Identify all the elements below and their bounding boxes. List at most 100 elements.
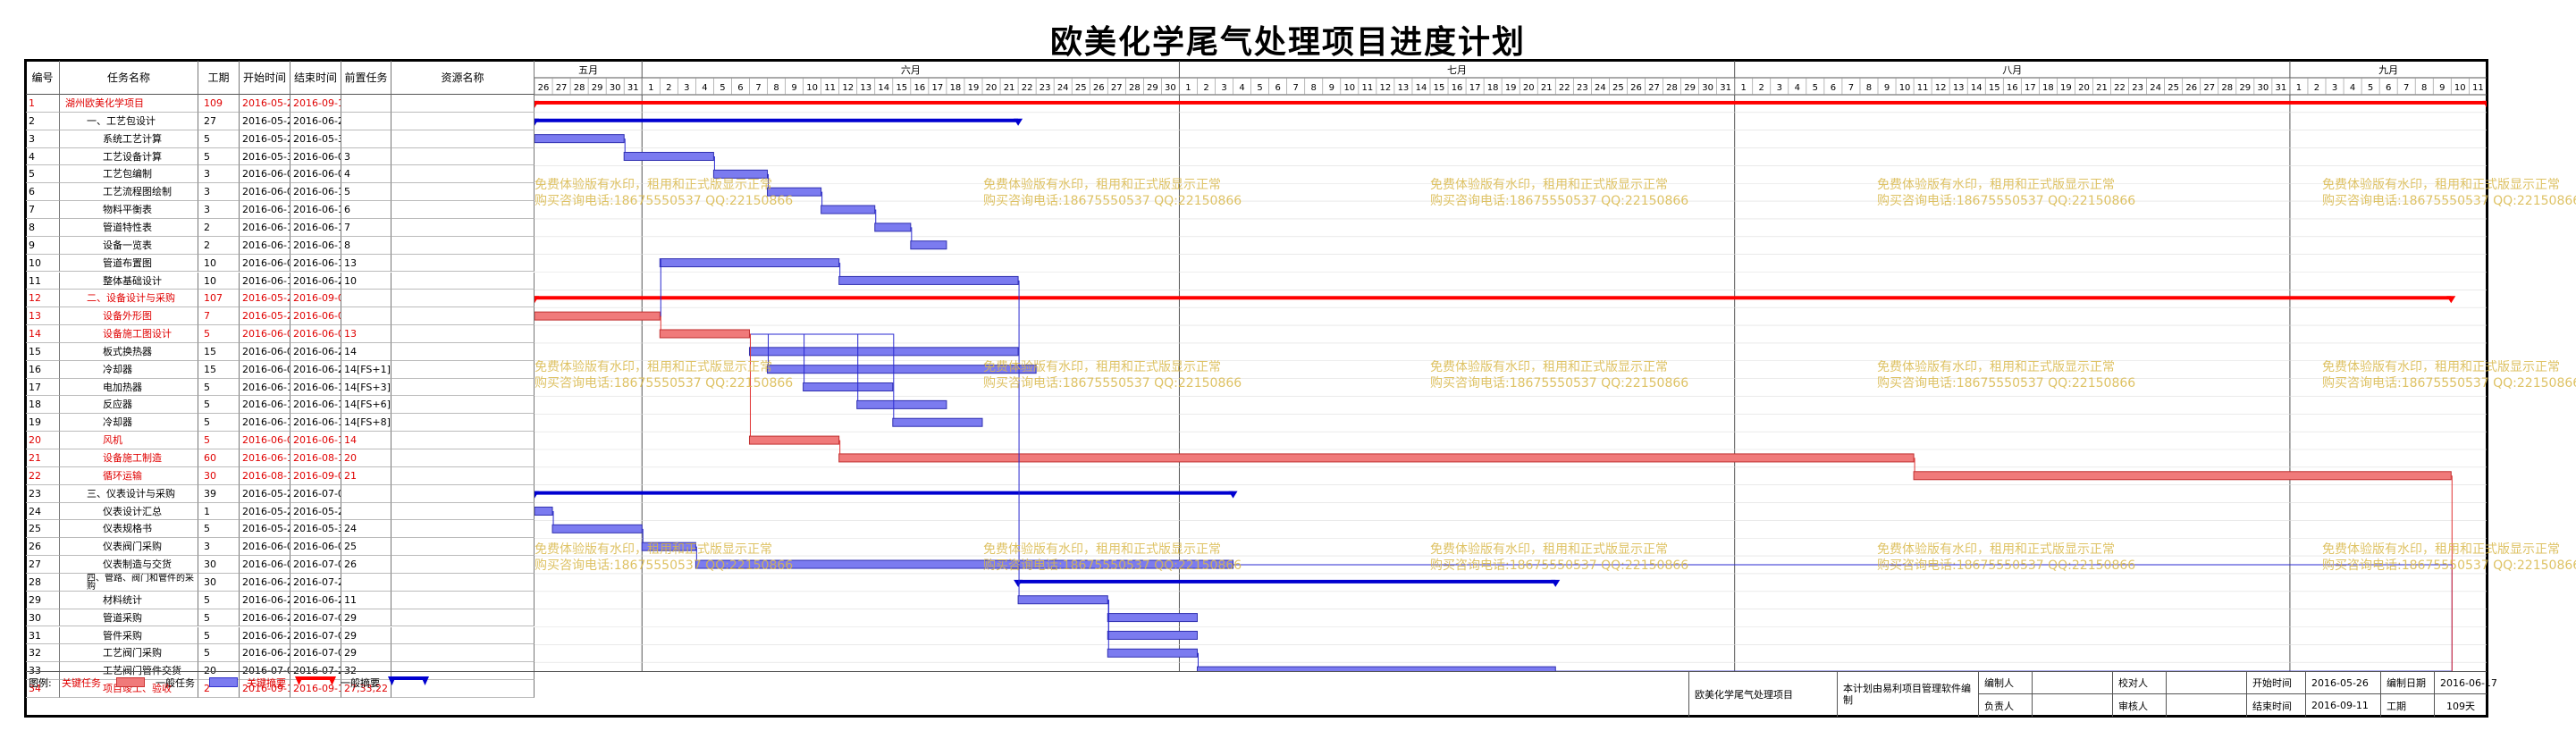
critical-task-bar [535,311,661,321]
column-header-start: 开始时间 [240,61,290,95]
task-cell-name: 设备外形图 [60,307,198,326]
summary-cap-end [2482,100,2487,108]
day-label: 6 [1275,83,1280,93]
legend-label: 图例: [29,677,52,689]
task-cell-start: 2016-06-27 [240,609,290,627]
task-cell-start: 2016-05-26 [240,290,290,308]
task-cell-start: 2016-05-26 [240,502,290,521]
day-label: 24 [1595,83,1606,93]
day-label: 3 [684,83,689,93]
task-cell-id: 28 [26,573,60,592]
day-label: 13 [1398,83,1410,93]
task-cell-pred [341,502,391,521]
summary-bar [535,296,2452,300]
dependency-link [910,227,913,241]
task-cell-id: 10 [26,254,60,273]
day-label: 9 [1329,83,1334,93]
task-cell-res [391,165,535,184]
task-cell-dur: 5 [198,644,240,663]
day-label: 31 [1720,83,1731,93]
task-cell-start: 2016-06-02 [240,254,290,273]
day-label: 19 [2060,83,2072,93]
watermark: 免费体验版有水印，租用和正式版显示正常购买咨询电话:18675550537 QQ… [535,178,794,208]
task-cell-pred [341,130,391,148]
task-cell-start: 2016-05-26 [240,95,290,113]
task-cell-name: 一、工艺包设计 [60,112,198,130]
day-label: 21 [1541,83,1553,93]
watermark: 免费体验版有水印，租用和正式版显示正常购买咨询电话:18675550537 QQ… [535,542,794,573]
day-label: 21 [1004,83,1015,93]
task-cell-pred: 21 [341,466,391,485]
task-cell-end: 2016-06-17 [290,236,341,255]
month-label: 六月 [901,64,921,76]
task-cell-name: 三、仪表设计与采购 [60,484,198,503]
task-cell-pred: 29 [341,609,391,627]
task-cell-pred: 8 [341,236,391,255]
task-bar [910,240,947,250]
day-label: 1 [2296,83,2302,93]
task-cell-id: 19 [26,414,60,432]
task-bar [803,382,894,392]
day-label: 24 [2150,83,2161,93]
dependency-link [552,510,554,525]
task-cell-end: 2016-06-14 [290,378,341,397]
day-label: 20 [1523,83,1535,93]
footer-software: 本计划由易利项目管理软件编制 [1837,672,1978,717]
task-cell-name: 工艺设备计算 [60,147,198,166]
day-label: 28 [574,83,585,93]
task-cell-id: 8 [26,218,60,237]
task-cell-res [391,236,535,255]
task-cell-pred: 14[FS+8] [341,414,391,432]
column-header-end: 结束时间 [290,61,341,95]
task-cell-end: 2016-06-11 [290,254,341,273]
task-cell-dur: 7 [198,307,240,326]
task-cell-name: 系统工艺计算 [60,130,198,148]
task-cell-pred: 27,33,22 [341,680,391,698]
task-cell-dur: 5 [198,626,240,645]
task-cell-dur: 39 [198,484,240,503]
summary-cap-end [1014,118,1023,126]
task-cell-end: 2016-07-01 [290,609,341,627]
task-cell-id: 27 [26,556,60,574]
task-cell-name: 冷却器 [60,414,198,432]
task-cell-start: 2016-06-12 [240,449,290,467]
day-label: 5 [1813,83,1818,93]
day-label: 16 [2007,83,2018,93]
task-cell-pred [341,484,391,503]
day-label: 9 [1884,83,1890,93]
legend-crit-summary-swatch [295,676,336,685]
day-label: 4 [1795,83,1800,93]
day-label: 4 [1239,83,1244,93]
task-cell-start: 2016-06-08 [240,183,290,202]
task-cell-start: 2016-06-27 [240,644,290,663]
task-cell-name: 设备施工制造 [60,449,198,467]
footer-start-label: 开始时间 [2246,672,2305,694]
footer-date-label: 编制日期 [2380,672,2434,694]
task-cell-pred: 5 [341,183,391,202]
legend-crit-summary-label: 关键摘要 [247,677,286,689]
day-label: 14 [878,83,889,93]
dependency-link [749,333,751,437]
task-cell-name: 管道特性表 [60,218,198,237]
task-cell-end: 2016-09-09 [290,466,341,485]
dependency-link [1197,652,1199,668]
task-cell-id: 4 [26,147,60,166]
task-cell-name: 板式换热器 [60,342,198,361]
task-cell-id: 25 [26,520,60,539]
day-label: 1 [1741,83,1747,93]
task-cell-dur: 10 [198,272,240,290]
task-cell-name: 材料统计 [60,591,198,609]
column-header-id: 编号 [26,61,60,95]
task-cell-dur: 30 [198,556,240,574]
task-cell-res [391,396,535,415]
footer-period-label: 工期 [2380,694,2434,717]
task-cell-res [391,449,535,467]
task-cell-res [391,342,535,361]
month-label: 五月 [578,64,598,76]
watermark: 免费体验版有水印，租用和正式版显示正常购买咨询电话:18675550537 QQ… [1877,360,2136,390]
column-header-res: 资源名称 [391,61,535,95]
task-cell-end: 2016-07-01 [290,626,341,645]
task-cell-pred: 7 [341,218,391,237]
day-label: 16 [913,83,925,93]
watermark: 免费体验版有水印，租用和正式版显示正常购买咨询电话:18675550537 QQ… [983,360,1242,390]
